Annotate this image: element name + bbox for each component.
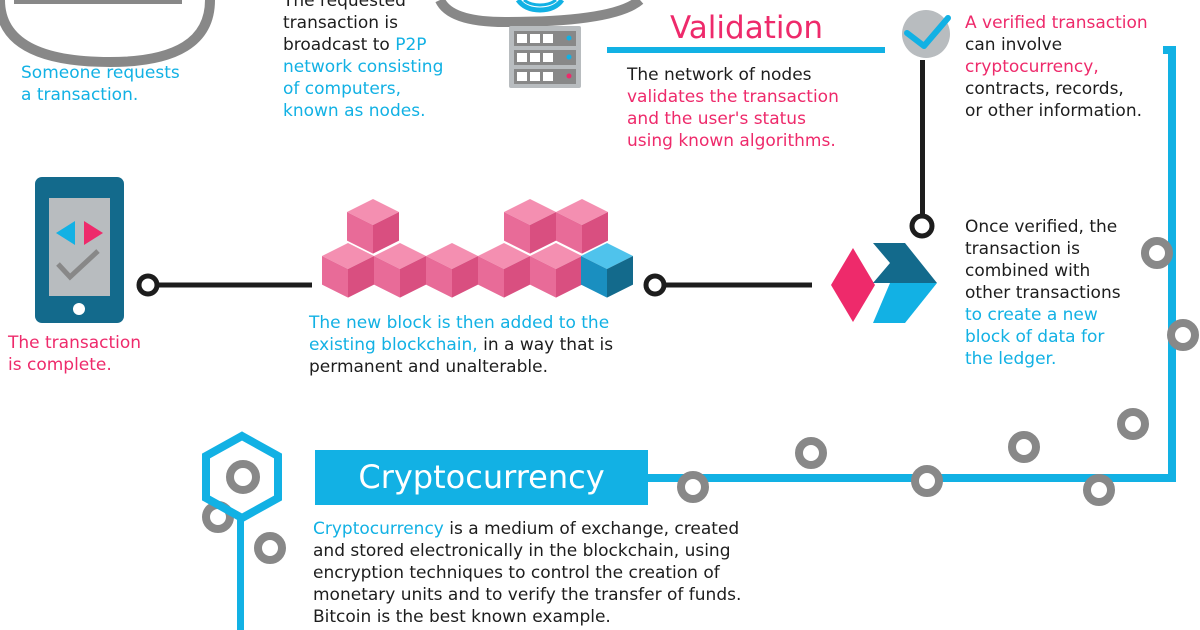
cube-face	[607, 256, 633, 298]
cube-face	[556, 256, 582, 298]
crypto-line1: Cryptocurrency is a medium of exchange, …	[313, 518, 741, 540]
crypto-line1b: is a medium of exchange, created	[443, 519, 740, 539]
validation-title: Validation	[670, 10, 824, 46]
cube-face	[504, 256, 530, 298]
cube-face	[478, 256, 504, 298]
cube-face	[322, 256, 348, 298]
crypto-term: Cryptocurrency	[313, 519, 444, 539]
cube-face	[530, 256, 556, 298]
combined-line4: other transactions	[965, 283, 1121, 303]
person-icon	[0, 0, 215, 68]
step2-line4: network consisting	[283, 57, 444, 77]
combined-line7: the ledger.	[965, 349, 1057, 369]
cube-face	[400, 256, 426, 298]
step2-line3a: broadcast to	[283, 35, 396, 55]
step2-line5: of computers,	[283, 79, 402, 99]
step1-line1: Someone requests	[21, 63, 180, 83]
verified-line5: or other information.	[965, 101, 1143, 121]
smartphone-icon	[35, 177, 124, 323]
cube-face	[581, 256, 607, 298]
complete-line2: is complete.	[8, 355, 112, 375]
validation-underline	[607, 47, 885, 53]
crypto-title: Cryptocurrency	[358, 458, 605, 496]
cube-face	[582, 212, 608, 254]
step2-line3: broadcast to P2P	[283, 34, 443, 56]
step1-label: Someone requests a transaction.	[21, 62, 180, 106]
verified-text: A verified transaction can involve crypt…	[965, 12, 1148, 122]
step2-text: The requested transaction is broadcast t…	[283, 0, 443, 122]
track-rings	[202, 237, 1199, 564]
crypto-text: Cryptocurrency is a medium of exchange, …	[313, 518, 741, 628]
combined-text: Once verified, the transaction is combin…	[965, 216, 1121, 370]
crypto-line5: Bitcoin is the best known example.	[313, 607, 611, 627]
cube-face	[530, 212, 556, 254]
crypto-banner	[315, 450, 648, 505]
cube-face	[504, 212, 530, 254]
server-icon	[509, 0, 581, 88]
combined-line6: block of data for	[965, 327, 1105, 347]
combined-line2: transaction is	[965, 239, 1081, 259]
complete-text: The transaction is complete.	[8, 332, 141, 376]
validation-line3: and the user's status	[627, 109, 806, 129]
crypto-line3: encryption techniques to control the cre…	[313, 563, 720, 583]
new-block-line2b: in a way that is	[477, 335, 614, 355]
crypto-line2: and stored electronically in the blockch…	[313, 541, 731, 561]
crypto-line4: monetary units and to verify the transfe…	[313, 585, 742, 605]
blockchain-cubes-icon	[322, 199, 633, 298]
cube-face	[348, 256, 374, 298]
step2-line2: transaction is	[283, 13, 399, 33]
verified-line2: can involve	[965, 35, 1063, 55]
complete-line1: The transaction	[8, 333, 142, 353]
combined-line1: Once verified, the	[965, 217, 1118, 237]
new-block-line1: The new block is then added to the	[309, 313, 610, 333]
new-block-line3: permanent and unalterable.	[309, 357, 548, 377]
cube-face	[556, 212, 582, 254]
cube-face	[374, 256, 400, 298]
combined-line5: to create a new	[965, 305, 1098, 325]
combined-line3: combined with	[965, 261, 1091, 281]
cube-face	[347, 212, 373, 254]
validation-line4: using known algorithms.	[627, 131, 836, 151]
validation-line1: The network of nodes	[627, 65, 812, 85]
verified-line3: cryptocurrency,	[965, 57, 1099, 77]
new-block-line2: existing blockchain, in a way that is	[309, 334, 613, 356]
verified-line4: contracts, records,	[965, 79, 1124, 99]
cube-face	[373, 212, 399, 254]
validation-line2: validates the transaction	[627, 87, 839, 107]
cube-face	[452, 256, 478, 298]
checkmark-badge-icon	[902, 10, 951, 58]
node-circle	[435, 0, 644, 28]
step1-line2: a transaction.	[21, 85, 139, 105]
existing-blockchain-label: existing blockchain,	[309, 335, 478, 355]
step2-line6: known as nodes.	[283, 101, 426, 121]
hexagon-icon	[202, 431, 282, 630]
verified-line1: A verified transaction	[965, 13, 1148, 33]
step2-line1: The requested	[283, 0, 406, 11]
connector-vertical	[920, 60, 925, 215]
validation-text: The network of nodes validates the trans…	[627, 64, 839, 152]
cube-face	[426, 256, 452, 298]
p2p-label: P2P	[395, 35, 427, 55]
arrow-chevrons-icon	[831, 243, 937, 323]
new-block-text: The new block is then added to the exist…	[309, 312, 613, 378]
